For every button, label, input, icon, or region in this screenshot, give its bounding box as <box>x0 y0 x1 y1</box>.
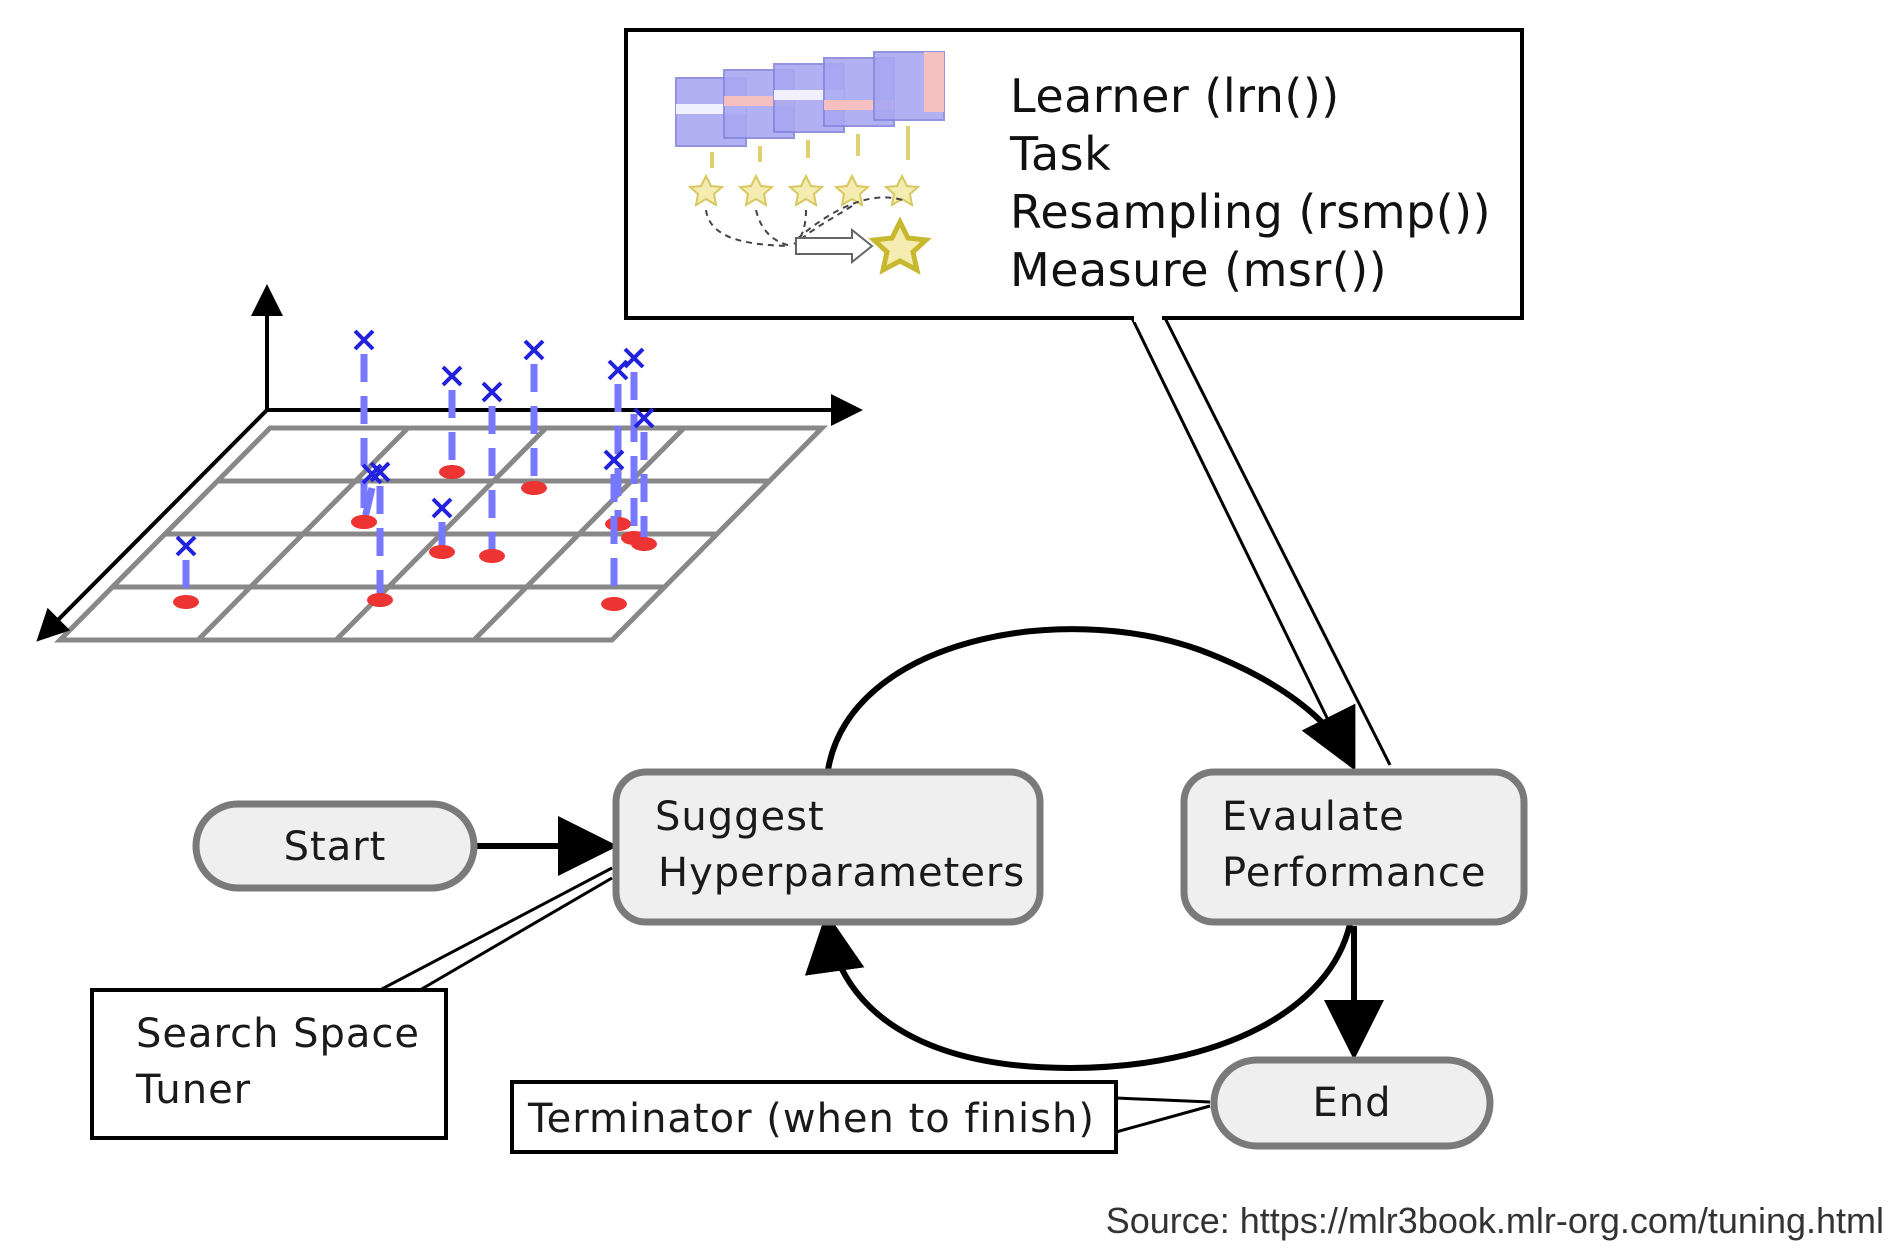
start-label: Start <box>284 824 387 870</box>
point-base <box>479 549 505 563</box>
plot-axes <box>36 284 863 642</box>
point-base <box>429 545 455 559</box>
evaluate-label-line1: Evaulate <box>1222 794 1405 840</box>
end-node: End <box>1210 1056 1494 1150</box>
resampling-illustration <box>675 51 945 275</box>
point-marker <box>623 347 645 369</box>
point-base <box>521 481 547 495</box>
point-base <box>367 593 393 607</box>
point-marker <box>633 407 655 429</box>
point-base <box>601 597 627 611</box>
point-marker <box>353 329 375 351</box>
point-marker <box>441 365 463 387</box>
point-marker <box>481 381 503 403</box>
point-marker <box>523 339 545 361</box>
suggest-label-line2: Hyperparameters <box>658 850 1025 896</box>
task-label: Task <box>1009 127 1111 181</box>
source-caption: Source: https://mlr3book.mlr-org.com/tun… <box>1105 1200 1884 1241</box>
start-node: Start <box>192 800 478 892</box>
point-base <box>173 595 199 609</box>
evaluate-performance-node: Evaulate Performance <box>1180 768 1528 926</box>
point-stem <box>360 487 376 523</box>
search-space-label: Search Space <box>136 1011 420 1057</box>
tuner-label: Tuner <box>135 1067 251 1113</box>
aggregate-box <box>795 227 874 265</box>
terminator-label: Terminator (when to finish) <box>527 1096 1095 1142</box>
data-split-panels <box>675 51 945 147</box>
point-marker <box>431 497 453 519</box>
sampled-points <box>173 329 657 611</box>
tuning-loop-arrows <box>476 626 1384 1072</box>
suggest-label-line1: Suggest <box>655 794 825 840</box>
evaluation-callout: Learner (lrn()) Task Resampling (rsmp())… <box>624 28 1524 766</box>
fold-connectors <box>710 126 910 168</box>
learner-label: Learner (lrn()) <box>1010 69 1340 123</box>
point-base <box>351 515 377 529</box>
point-base <box>439 465 465 479</box>
aggregated-star <box>868 216 932 275</box>
point-base <box>631 537 657 551</box>
search-space-plot <box>36 284 863 643</box>
resampling-label: Resampling (rsmp()) <box>1010 185 1491 239</box>
search-tuner-callout: Search Space Tuner <box>90 866 613 1140</box>
point-base <box>605 517 631 531</box>
measure-label: Measure (msr()) <box>1010 243 1387 297</box>
point-marker <box>175 535 197 557</box>
suggest-hyperparameters-node: Suggest Hyperparameters <box>612 768 1044 926</box>
evaluate-label-line2: Performance <box>1222 850 1486 896</box>
point-marker <box>361 463 383 485</box>
point-marker <box>607 359 629 381</box>
terminator-callout: Terminator (when to finish) <box>510 1080 1211 1154</box>
point-marker <box>603 449 625 471</box>
end-label: End <box>1312 1080 1391 1126</box>
